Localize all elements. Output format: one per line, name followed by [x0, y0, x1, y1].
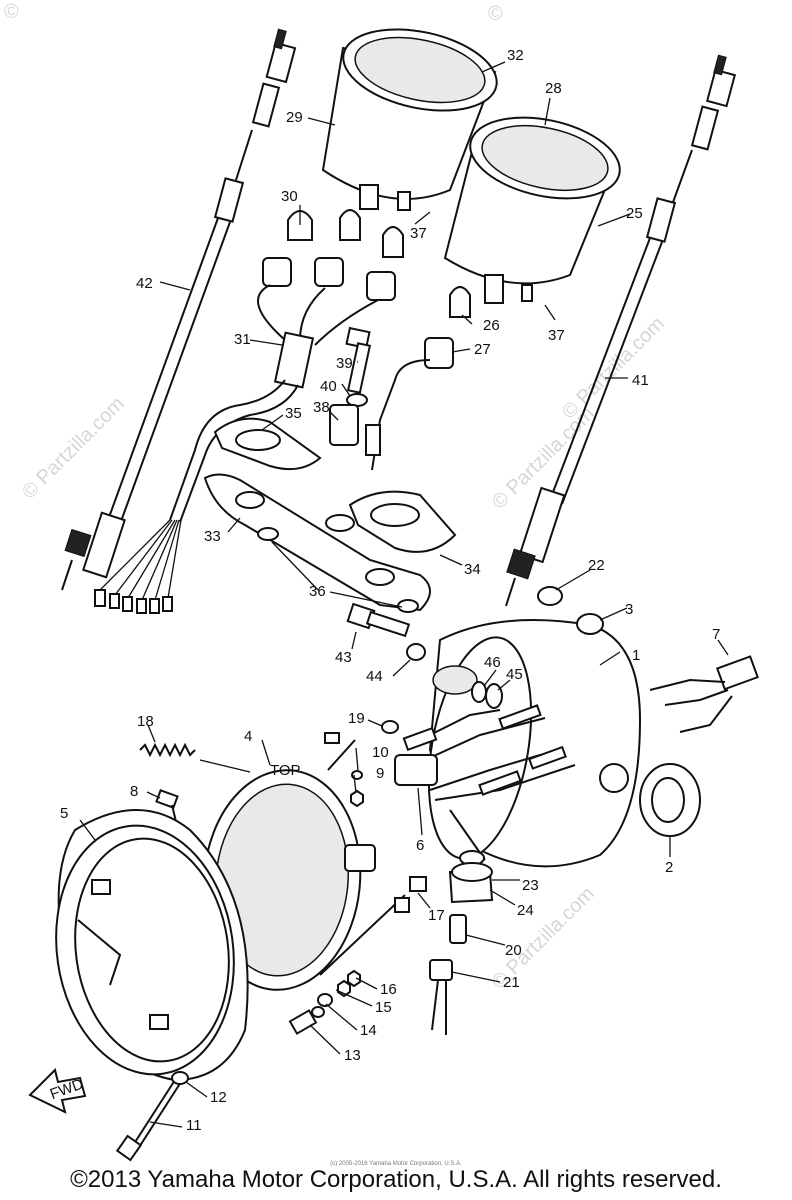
- callout-9: 9: [376, 765, 384, 782]
- speedometer: [321, 28, 498, 211]
- callout-20: 20: [505, 942, 522, 959]
- callout-42: 42: [136, 275, 153, 292]
- callout-5: 5: [60, 805, 68, 822]
- socket-connector-6: [394, 754, 438, 786]
- callout-6: 6: [416, 837, 424, 854]
- callout-39: 39: [336, 355, 353, 372]
- pilot-socket-parts: [429, 850, 494, 1035]
- callout-29: 29: [286, 109, 303, 126]
- fwd-arrow-icon: FWD: [28, 1068, 87, 1114]
- callout-10: 10: [372, 744, 389, 761]
- washer-44: [406, 643, 426, 661]
- callout-38: 38: [313, 399, 330, 416]
- callout-15: 15: [375, 999, 392, 1016]
- callout-23: 23: [522, 877, 539, 894]
- callout-35: 35: [285, 405, 302, 422]
- callout-21: 21: [503, 974, 520, 991]
- callout-34: 34: [464, 561, 481, 578]
- callout-40: 40: [320, 378, 337, 395]
- left-meter-cable: [61, 28, 297, 591]
- callout-19: 19: [348, 710, 365, 727]
- callout-17: 17: [428, 907, 445, 924]
- callout-16: 16: [380, 981, 397, 998]
- callout-30: 30: [281, 188, 298, 205]
- callout-32: 32: [507, 47, 524, 64]
- callout-13: 13: [344, 1047, 361, 1064]
- callout-28: 28: [545, 80, 562, 97]
- headlight-case: [427, 586, 642, 868]
- callout-33: 33: [204, 528, 221, 545]
- callout-2: 2: [665, 859, 673, 876]
- callout-25: 25: [626, 205, 643, 222]
- callout-36: 36: [309, 583, 326, 600]
- callout-22: 22: [588, 557, 605, 574]
- meter-bulbs: [262, 209, 471, 369]
- callout-45: 45: [506, 666, 523, 683]
- callout-27: 27: [474, 341, 491, 358]
- callout-18: 18: [137, 713, 154, 730]
- callout-37: 37: [410, 225, 427, 242]
- grommet-36b: [397, 599, 419, 613]
- callout-26: 26: [483, 317, 500, 334]
- nut-45: [485, 683, 503, 709]
- meter-wire-harness: [94, 284, 379, 614]
- tachometer: [443, 116, 621, 304]
- callout-11: 11: [186, 1117, 202, 1134]
- callout-43: 43: [335, 649, 352, 666]
- wire-connector-7: [649, 655, 759, 733]
- leader-lines: [79, 61, 729, 1128]
- watermark-corner: ©: [488, 3, 503, 25]
- tach-socket-cord: [371, 359, 431, 471]
- grommet-36: [257, 527, 279, 541]
- callout-labels: 1 2 3 4 5 6 7 8 9 10 11 12 13 14 15 16 1…: [60, 47, 720, 1134]
- grommet-2: [639, 763, 701, 837]
- washer-46: [471, 681, 487, 703]
- watermark-corner: ©: [4, 1, 19, 23]
- callout-3: 3: [625, 601, 633, 618]
- meter-bolt: [345, 326, 372, 394]
- watermark: © Partzilla.com: [18, 393, 129, 504]
- callout-1: 1: [632, 647, 640, 664]
- callout-8: 8: [130, 783, 138, 800]
- headlight-bolt: [346, 602, 411, 638]
- callout-37b: 37: [548, 327, 565, 344]
- headlight-rim: [55, 809, 249, 1082]
- cord-connector: [365, 424, 381, 456]
- rim-screw: [115, 1071, 189, 1162]
- callout-4: 4: [244, 728, 252, 745]
- callout-44: 44: [366, 668, 383, 685]
- spacer-38: [329, 404, 359, 446]
- right-meter-cable: [505, 54, 737, 607]
- callout-24: 24: [517, 902, 534, 919]
- adjust-hardware: [139, 720, 427, 1035]
- callout-12: 12: [210, 1089, 227, 1106]
- callout-14: 14: [360, 1022, 377, 1039]
- callout-46: 46: [484, 654, 501, 671]
- callout-41: 41: [632, 372, 649, 389]
- callout-7: 7: [712, 626, 720, 643]
- meter-brackets: [203, 417, 457, 612]
- callout-31: 31: [234, 331, 251, 348]
- lens-top-mark: TOP: [270, 762, 301, 779]
- copyright-notice: ©2013 Yamaha Motor Corporation, U.S.A. A…: [70, 1166, 722, 1193]
- small-copyright-notice: (c) 2005-2016 Yamaha Motor Corporation, …: [330, 1161, 462, 1167]
